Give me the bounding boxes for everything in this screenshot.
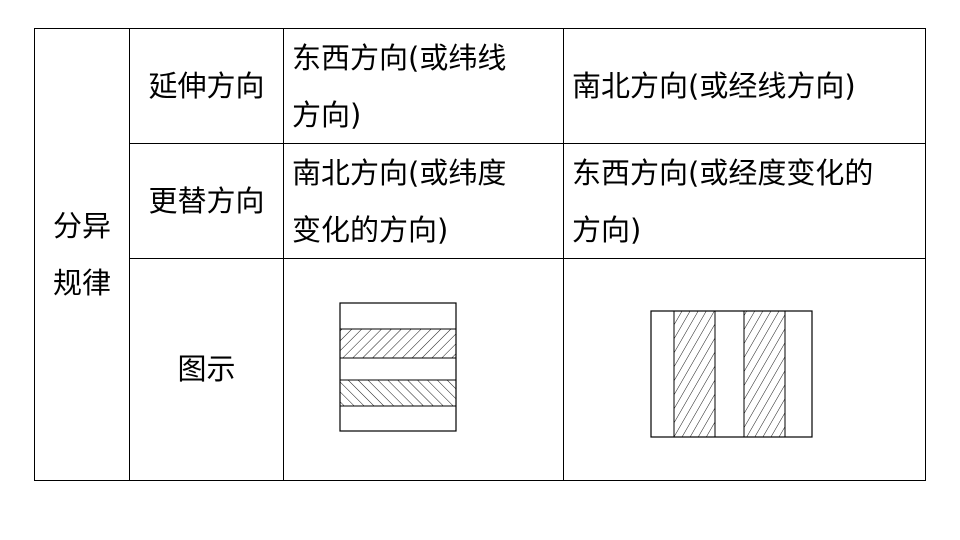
column-divider-2 bbox=[283, 28, 284, 481]
table-border-bottom bbox=[34, 480, 926, 481]
succession-latitudinal-cell: 南北方向(或纬度 变化的方向) bbox=[284, 144, 563, 258]
zonation-table: 分异 规律 延伸方向 东西方向(或纬线 方向) 南北方向(或经线方向) 更替方向… bbox=[34, 28, 926, 481]
row-label-cell-succession: 更替方向 bbox=[130, 144, 283, 258]
column-divider-3 bbox=[563, 28, 564, 481]
extension-latitudinal-cell: 东西方向(或纬线 方向) bbox=[284, 29, 563, 143]
table-border-top bbox=[34, 28, 926, 29]
hatched-band-4 bbox=[744, 311, 785, 437]
extension-longitudinal-cell: 南北方向(或经线方向) bbox=[564, 29, 925, 143]
hatched-band-1 bbox=[340, 329, 456, 358]
table-border-left bbox=[34, 28, 35, 481]
group-label: 分异 规律 bbox=[52, 208, 111, 300]
extension-latitudinal-text: 东西方向(或纬线 方向) bbox=[292, 41, 507, 132]
horizontal-bands-diagram bbox=[339, 302, 457, 432]
row-label-extension: 延伸方向 bbox=[148, 68, 265, 103]
row-label-cell-extension: 延伸方向 bbox=[130, 29, 283, 143]
row-label-diagram: 图示 bbox=[177, 352, 236, 386]
extension-longitudinal-text: 南北方向(或经线方向) bbox=[572, 68, 856, 103]
row-label-cell-diagram: 图示 bbox=[130, 259, 283, 480]
succession-longitudinal-text: 东西方向(或经度变化的 方向) bbox=[572, 156, 874, 247]
column-divider-1 bbox=[129, 28, 130, 481]
hatched-band-3 bbox=[674, 311, 715, 437]
row-divider-1 bbox=[129, 143, 926, 144]
group-label-cell: 分异 规律 bbox=[35, 29, 129, 480]
table-border-right bbox=[925, 28, 926, 481]
row-label-succession: 更替方向 bbox=[148, 183, 265, 218]
succession-latitudinal-text: 南北方向(或纬度 变化的方向) bbox=[292, 156, 507, 247]
succession-longitudinal-cell: 东西方向(或经度变化的 方向) bbox=[564, 144, 925, 258]
hatched-band-2 bbox=[340, 380, 456, 406]
row-divider-2 bbox=[129, 258, 926, 259]
vertical-bands-diagram bbox=[650, 310, 813, 438]
